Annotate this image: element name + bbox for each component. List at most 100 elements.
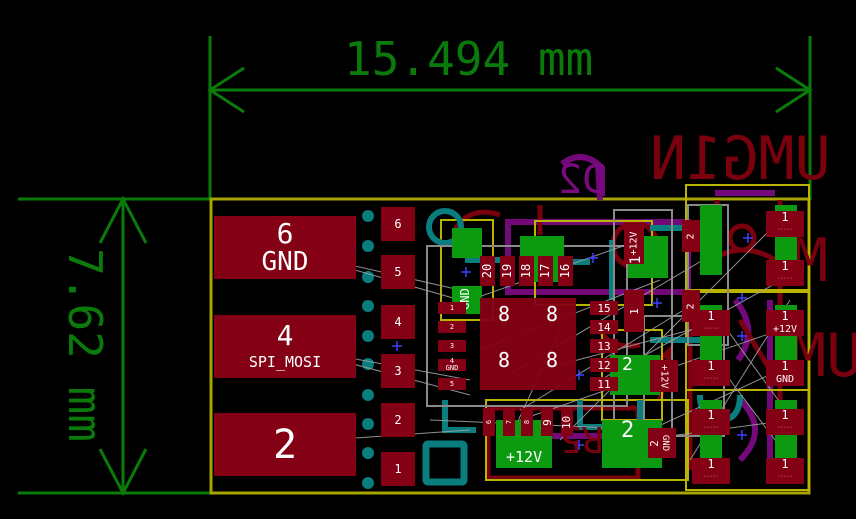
ic-left-pin-2[interactable]: 2 <box>438 321 466 333</box>
origin-crosses <box>392 233 753 450</box>
via-square <box>422 440 468 486</box>
pin-number: 10 <box>560 415 574 429</box>
pad-number: 2 <box>394 413 402 427</box>
pin-number: 1 <box>449 304 455 312</box>
ic-pin-13[interactable]: 13 <box>590 339 618 353</box>
ic-center-label: 8 <box>498 348 511 372</box>
ic-left-pin-3[interactable]: 3 <box>438 340 466 352</box>
pad-number: 1 <box>781 309 789 323</box>
height-dimension-label: 7.62 mm <box>58 248 112 442</box>
pin-number: 6 <box>485 419 493 425</box>
small-pad-5[interactable]: 5 <box>381 255 415 289</box>
pin-number: 20 <box>480 263 495 279</box>
pin-number: 18 <box>519 263 534 279</box>
ic-pin-19[interactable]: 19 <box>500 256 515 286</box>
pad-1-label: 1 <box>628 255 645 265</box>
pad-number: 1 <box>781 359 789 373</box>
pin-number: 17 <box>538 263 553 279</box>
ic-pin-10[interactable]: 10 <box>560 408 574 436</box>
pad-number: 2 <box>272 421 298 468</box>
right-pad[interactable]: 1····· <box>766 211 804 237</box>
pad-number: 3 <box>394 364 402 378</box>
pad-number: 1 <box>707 408 715 422</box>
plus12v-pad-mid[interactable]: +12V <box>650 360 678 392</box>
ic-pin-18[interactable]: 18 <box>519 256 534 286</box>
pad-number: 4 <box>276 318 294 352</box>
pin-number: 19 <box>500 263 515 279</box>
copper-zone <box>452 228 482 258</box>
right-pad[interactable]: 1····· <box>766 260 804 286</box>
pin-number: 9 <box>540 418 554 426</box>
ic-center-label: 8 <box>546 348 559 372</box>
pad-net: +12V <box>658 363 670 389</box>
ic-pin-7[interactable]: 7 <box>503 408 515 436</box>
right-pad[interactable]: 1····· <box>766 409 804 435</box>
pad-number: 2 <box>647 439 661 447</box>
small-pad-3[interactable]: 3 <box>381 354 415 388</box>
pad-number: 1 <box>781 259 789 273</box>
small-pad-4[interactable]: 4 <box>381 305 415 339</box>
side-pad-2[interactable]: 2 <box>682 220 700 252</box>
ic-pin-16[interactable]: 16 <box>558 256 573 286</box>
pin-number: 13 <box>597 339 611 353</box>
pad-1-top[interactable]: 1 <box>624 290 644 332</box>
ic-pin-9[interactable]: 9 <box>540 408 554 436</box>
plus12v-pad-top[interactable]: +12V <box>624 222 644 264</box>
small-pad-1[interactable]: 1 <box>381 452 415 486</box>
ic-pin-20[interactable]: 20 <box>480 256 495 286</box>
right-pad[interactable]: 1····· <box>692 310 730 336</box>
right-pad[interactable]: 1····· <box>692 458 730 484</box>
ic-left-pin-1[interactable]: 1 <box>438 302 466 314</box>
pin-number: 4 <box>449 357 455 365</box>
pad-number: 6 <box>394 217 402 231</box>
pin-number: 16 <box>558 263 573 279</box>
ic-pin-17[interactable]: 17 <box>538 256 553 286</box>
pad-number: 1 <box>707 359 715 373</box>
plus12v-label: +12V <box>506 448 543 466</box>
pad-2-label: 2 <box>622 354 633 375</box>
ic-pin-6[interactable]: 6 <box>483 408 495 436</box>
small-pad-6[interactable]: 6 <box>381 207 415 241</box>
right-pad-12v[interactable]: 1+12V <box>766 310 804 336</box>
connector-pad-6[interactable]: 6 GND <box>214 216 356 279</box>
pin-number: 12 <box>597 358 611 372</box>
ic-left-pin-5[interactable]: 5 <box>438 378 466 390</box>
pin-number: 5 <box>449 380 455 388</box>
ic-pin-11[interactable]: 11 <box>590 377 618 391</box>
right-pad[interactable]: 1····· <box>766 458 804 484</box>
right-pad[interactable]: 1····· <box>692 409 730 435</box>
width-dimension <box>207 36 813 200</box>
pad-number: 2 <box>685 302 697 310</box>
pad-number: 1 <box>627 307 641 315</box>
gnd-pad-2[interactable]: 2 GND <box>647 428 676 458</box>
pad-number: 4 <box>394 315 402 329</box>
connector-pad-4[interactable]: 4 SPI_MOSI <box>214 315 356 378</box>
pad-number: 1 <box>781 408 789 422</box>
ref-umg1n: UMG1N <box>650 124 831 194</box>
small-pad-2[interactable]: 2 <box>381 403 415 437</box>
right-pad[interactable]: 1····· <box>692 360 730 386</box>
via <box>426 208 464 246</box>
copper-zone <box>700 205 722 275</box>
height-dimension <box>18 195 210 497</box>
pad-net: GND <box>261 246 309 277</box>
ic-pin-14[interactable]: 14 <box>590 320 618 334</box>
ic-center-pad[interactable] <box>480 298 576 390</box>
pad-net: GND <box>775 374 795 385</box>
ic-pin-15[interactable]: 15 <box>590 301 618 315</box>
connector-pad-2[interactable]: 2 <box>214 413 356 476</box>
pad-number: 1 <box>394 462 402 476</box>
pad-number: 1 <box>781 210 789 224</box>
pin-number: 3 <box>449 342 455 350</box>
ic-pin-8[interactable]: 8 <box>521 408 533 436</box>
pad-number: 1 <box>707 457 715 471</box>
pad-number: 1 <box>781 457 789 471</box>
ref-d2: D2 <box>558 157 607 203</box>
pin-number: 7 <box>505 419 513 425</box>
ic-pin-12[interactable]: 12 <box>590 358 618 372</box>
pad-number: 5 <box>394 265 402 279</box>
pin-number: 2 <box>449 323 455 331</box>
ic-center-label: 8 <box>546 302 559 326</box>
